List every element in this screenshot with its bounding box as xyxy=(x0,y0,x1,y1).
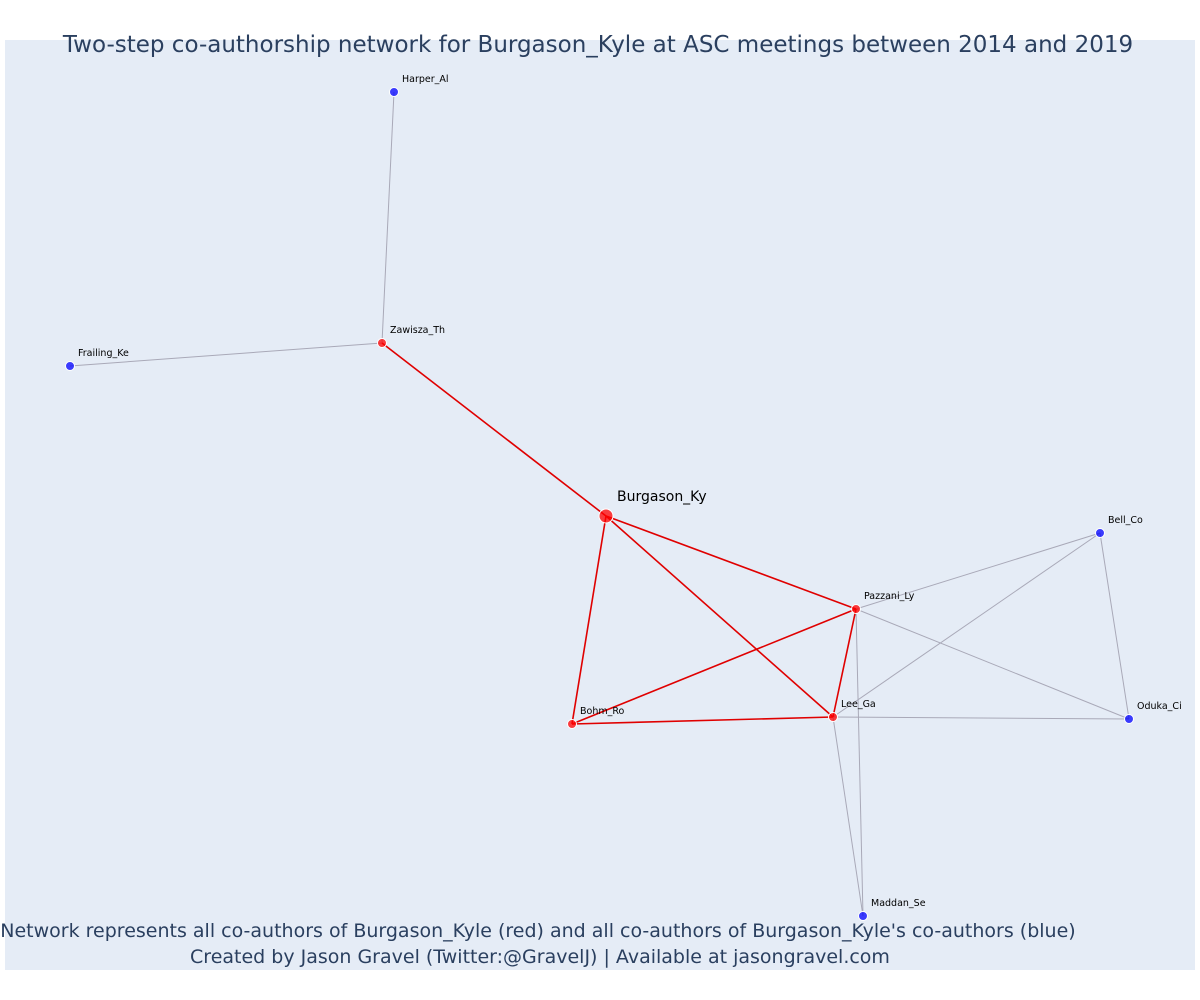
edge-bohm-ro-lee-ga xyxy=(571,716,834,725)
node-pazzani-ly[interactable] xyxy=(851,604,861,614)
node-label-harper-al: Harper_Al xyxy=(402,74,449,85)
node-label-burgason-ky: Burgason_Ky xyxy=(617,489,707,505)
edge-pazzani-ly-maddan-se xyxy=(855,608,864,917)
node-label-oduka-ci: Oduka_Ci xyxy=(1137,701,1182,712)
node-label-bell-co: Bell_Co xyxy=(1108,515,1143,526)
edge-bell-co-oduka-ci xyxy=(1099,532,1130,720)
node-frailing-ke[interactable] xyxy=(65,361,75,371)
caption-line-1: Network represents all co-authors of Bur… xyxy=(0,920,1075,942)
node-label-maddan-se: Maddan_Se xyxy=(871,898,926,909)
edge-pazzani-ly-bohm-ro xyxy=(571,608,857,725)
nodes-layer xyxy=(65,87,1134,921)
node-label-frailing-ke: Frailing_Ke xyxy=(78,348,129,359)
edge-pazzani-ly-oduka-ci xyxy=(855,608,1130,720)
chart-title: Two-step co-authorship network for Burga… xyxy=(62,32,1133,58)
node-lee-ga[interactable] xyxy=(828,712,838,722)
edges-layer xyxy=(69,91,1130,917)
node-label-pazzani-ly: Pazzani_Ly xyxy=(864,591,915,602)
edge-burgason-ky-zawisza-th xyxy=(381,342,607,517)
edge-lee-ga-maddan-se xyxy=(832,716,864,917)
node-label-zawisza-th: Zawisza_Th xyxy=(390,325,445,336)
node-label-bohm-ro: Bohm_Ro xyxy=(580,706,625,717)
edge-burgason-ky-bohm-ro xyxy=(571,515,607,725)
node-bohm-ro[interactable] xyxy=(567,719,577,729)
node-oduka-ci[interactable] xyxy=(1124,714,1134,724)
edge-burgason-ky-lee-ga xyxy=(605,515,834,718)
node-label-lee-ga: Lee_Ga xyxy=(841,699,876,710)
node-harper-al[interactable] xyxy=(389,87,399,97)
labels-layer: Burgason_Ky Zawisza_ThPazzani_LyLee_GaBoh… xyxy=(78,74,1182,909)
edge-zawisza-th-frailing-ke xyxy=(69,342,383,367)
node-maddan-se[interactable] xyxy=(858,911,868,921)
edge-pazzani-ly-lee-ga xyxy=(832,608,857,718)
edge-burgason-ky-pazzani-ly xyxy=(605,515,857,610)
edge-lee-ga-oduka-ci xyxy=(832,716,1130,720)
node-bell-co[interactable] xyxy=(1095,528,1105,538)
edge-pazzani-ly-bell-co xyxy=(855,532,1101,610)
caption-line-2: Created by Jason Gravel (Twitter:@Gravel… xyxy=(190,946,890,968)
edge-lee-ga-bell-co xyxy=(832,532,1101,718)
edge-zawisza-th-harper-al xyxy=(381,91,395,344)
node-burgason-ky[interactable] xyxy=(598,508,614,524)
node-zawisza-th[interactable] xyxy=(377,338,387,348)
plot-background xyxy=(5,40,1195,970)
